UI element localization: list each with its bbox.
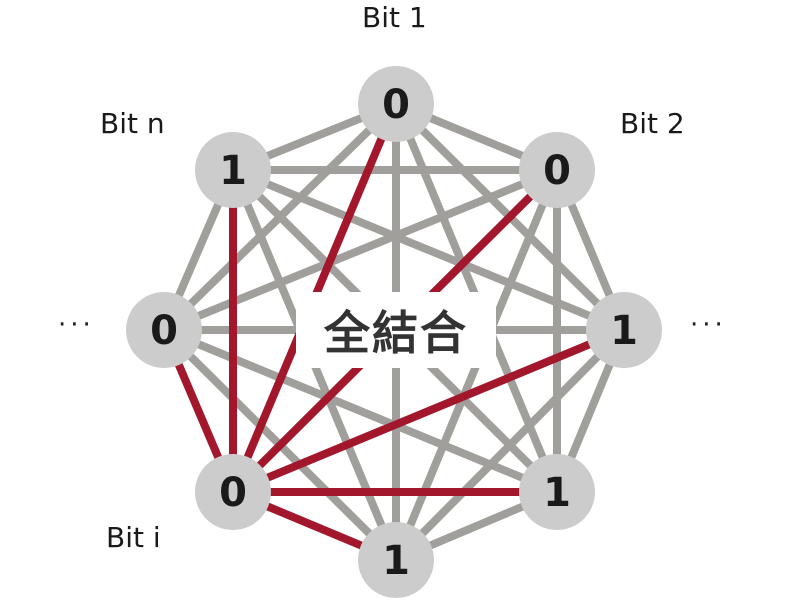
edge-right-lower-left bbox=[231, 326, 626, 496]
node-circle bbox=[586, 292, 662, 368]
node-value: 0 bbox=[543, 148, 571, 194]
node-circle bbox=[358, 66, 434, 142]
node-circle bbox=[519, 132, 595, 208]
node-label-upper-right: Bit 2 bbox=[620, 107, 685, 140]
center-label: 全結合 bbox=[296, 292, 496, 368]
ellipsis-left: ··· bbox=[58, 310, 95, 340]
node-value: 1 bbox=[382, 538, 410, 584]
node-value: 1 bbox=[610, 308, 638, 354]
node-value: 0 bbox=[219, 470, 247, 516]
node-label-lower-left: Bit i bbox=[106, 521, 161, 554]
node-lower-right: 1 bbox=[519, 454, 595, 530]
node-label-upper-left: Bit n bbox=[100, 107, 165, 140]
ellipsis-right: ··· bbox=[690, 310, 727, 340]
node-left: 0 bbox=[126, 292, 202, 368]
node-value: 0 bbox=[150, 308, 178, 354]
node-bottom: 1 bbox=[358, 522, 434, 598]
node-upper-left: 1 bbox=[195, 132, 271, 208]
node-circle bbox=[195, 454, 271, 530]
edge-right-upper-left bbox=[231, 166, 626, 334]
node-circle bbox=[358, 522, 434, 598]
node-value: 0 bbox=[382, 82, 410, 128]
node-circle bbox=[195, 132, 271, 208]
node-circle bbox=[519, 454, 595, 530]
node-value: 1 bbox=[543, 470, 571, 516]
node-label-top: Bit 1 bbox=[362, 1, 427, 34]
node-right: 1 bbox=[586, 292, 662, 368]
node-top: 0 bbox=[358, 66, 434, 142]
node-value: 1 bbox=[219, 148, 247, 194]
node-upper-right: 0 bbox=[519, 132, 595, 208]
node-lower-left: 0 bbox=[195, 454, 271, 530]
node-circle bbox=[126, 292, 202, 368]
nodes: 0 0 1 1 1 0 0 1 bbox=[126, 66, 662, 598]
